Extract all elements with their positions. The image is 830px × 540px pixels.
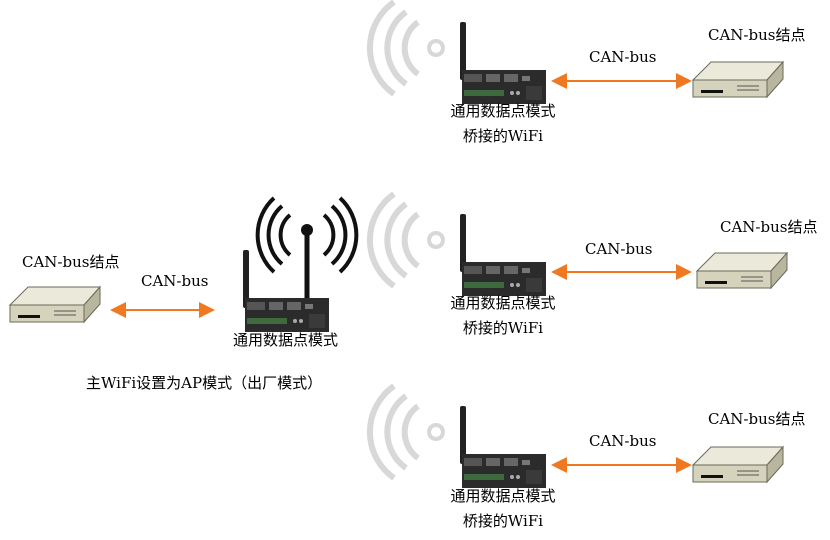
bridge-3-device-label-line2: 桥接的WiFi bbox=[462, 512, 544, 530]
bridge-2-device-label: 通用数据点模式 桥接的WiFi bbox=[428, 291, 578, 341]
bridge-2-can-node bbox=[696, 252, 788, 289]
master-can-node bbox=[9, 286, 101, 323]
master-device-label: 通用数据点模式 bbox=[233, 331, 339, 349]
bridge-1-device-label-line1: 通用数据点模式 bbox=[450, 102, 556, 120]
bridge-3-can-node bbox=[692, 446, 784, 483]
bridge-1-can-node bbox=[692, 61, 784, 98]
bridge-1-link-label: CAN-bus bbox=[589, 48, 657, 66]
bridge-2-link-label: CAN-bus bbox=[585, 240, 653, 258]
bridge-3-node-label: CAN-bus结点 bbox=[708, 410, 806, 428]
bridge-3-wifi-waves-icon bbox=[370, 386, 443, 478]
master-mode-note: 主WiFi设置为AP模式（出厂模式） bbox=[86, 374, 323, 392]
bridge-2-device-label-line2: 桥接的WiFi bbox=[462, 319, 544, 337]
bridge-2-wifi-waves-icon bbox=[370, 194, 443, 286]
bridge-1-wifi-waves-icon bbox=[370, 2, 443, 94]
bridge-1-node-label: CAN-bus结点 bbox=[708, 26, 806, 44]
bridge-2-router-icon bbox=[460, 214, 546, 296]
bridge-1-router-icon bbox=[460, 22, 546, 104]
bridge-1-device-label: 通用数据点模式 桥接的WiFi bbox=[428, 99, 578, 149]
bridge-3-link-label: CAN-bus bbox=[589, 432, 657, 450]
master-node-label: CAN-bus结点 bbox=[22, 253, 120, 271]
master-router-icon bbox=[243, 250, 329, 332]
bridge-3-device-label: 通用数据点模式 桥接的WiFi bbox=[428, 484, 578, 534]
bridge-3-router-icon bbox=[460, 406, 546, 488]
bridge-3-device-label-line1: 通用数据点模式 bbox=[450, 487, 556, 505]
master-wifi-waves-icon bbox=[255, 196, 359, 298]
bridge-1-device-label-line2: 桥接的WiFi bbox=[462, 127, 544, 145]
bridge-2-node-label: CAN-bus结点 bbox=[720, 218, 818, 236]
master-link-label: CAN-bus bbox=[141, 272, 209, 290]
bridge-2-device-label-line1: 通用数据点模式 bbox=[450, 294, 556, 312]
